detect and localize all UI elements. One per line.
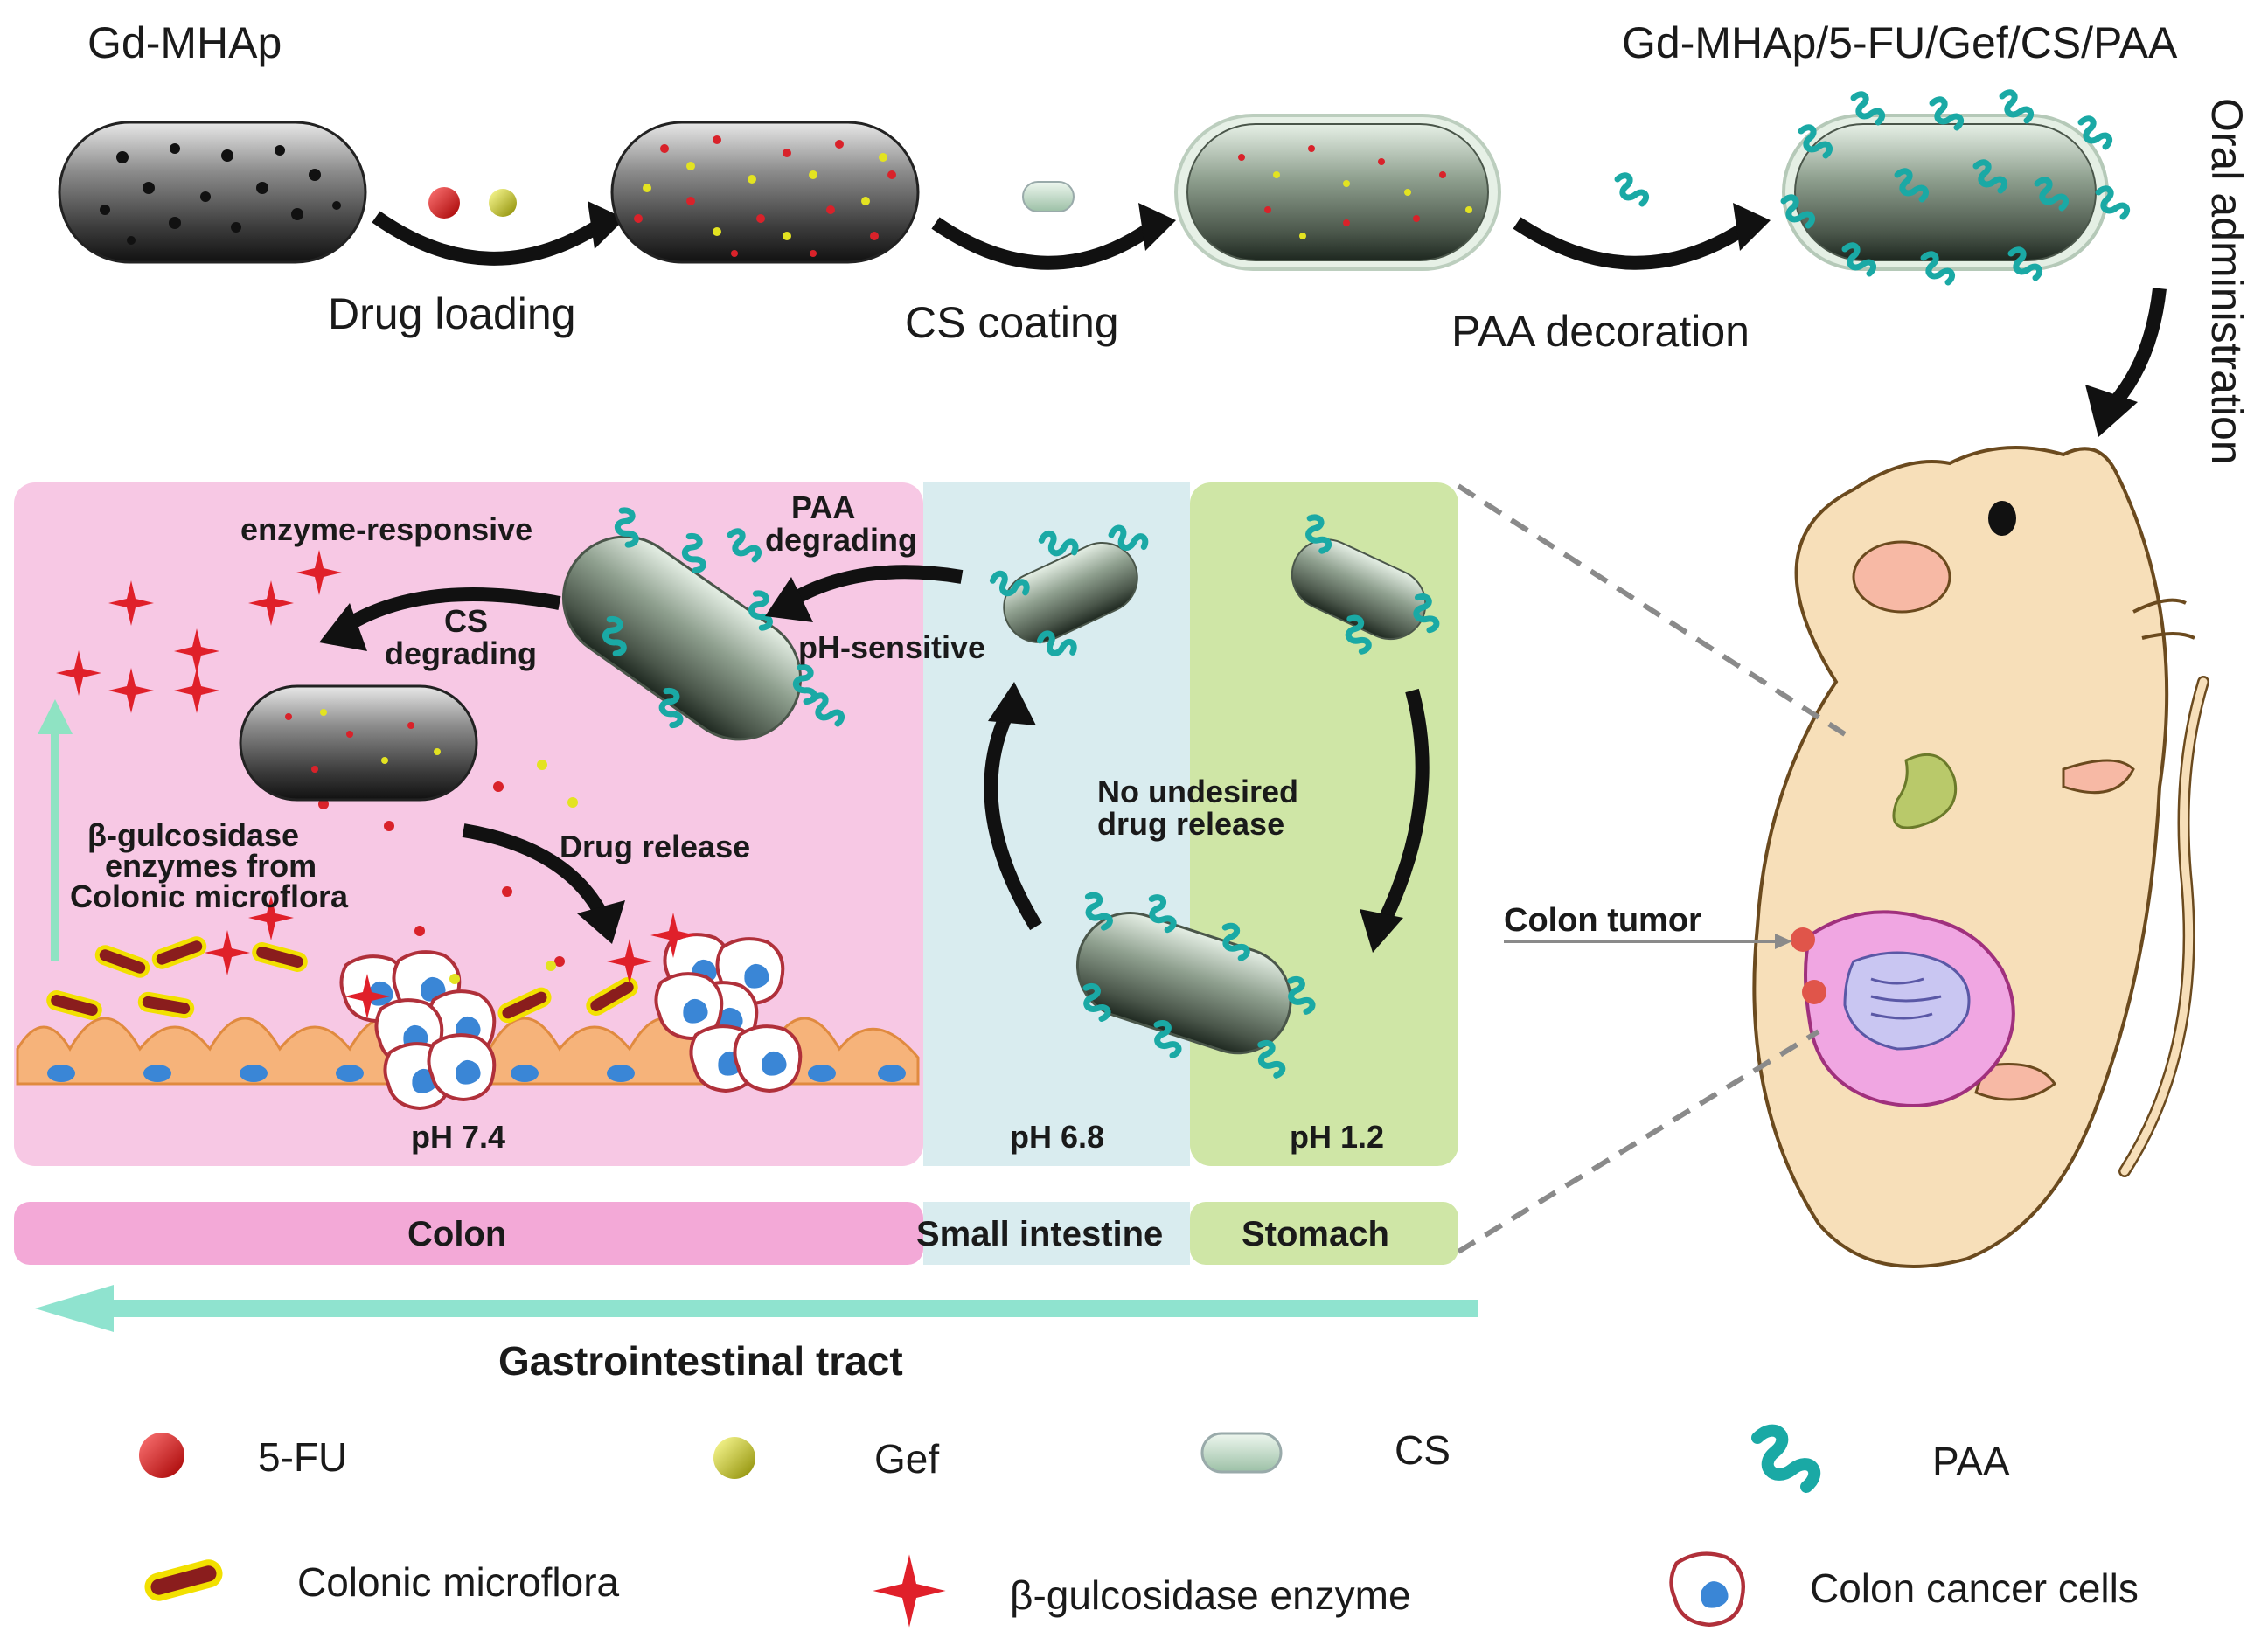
capsule-final (1784, 93, 2127, 282)
legend-gef: Gef (874, 1436, 940, 1482)
label-ph-1-2: pH 1.2 (1290, 1119, 1385, 1155)
label-enzyme-responsive: enzyme-responsive (240, 511, 533, 547)
legend-enzyme-icon (873, 1554, 946, 1628)
bar-stomach: Stomach (1242, 1215, 1389, 1253)
arrow-drug-loading (372, 211, 608, 266)
label-cs-degrading-1: CS (444, 603, 489, 639)
title-final-composite: Gd-MHAp/5-FU/Gef/CS/PAA (1622, 18, 2178, 67)
label-drug-release: Drug release (560, 829, 751, 864)
capsule-transit (1049, 877, 1329, 1092)
cs-small (1022, 181, 1075, 212)
label-enzymes-3: Colonic microflora (70, 878, 349, 914)
label-drug-loading: Drug loading (328, 289, 576, 338)
arrow-cs-coating (931, 217, 1158, 270)
legend-microflora-icon (145, 1560, 222, 1600)
label-paa-degrading-2: degrading (765, 522, 918, 558)
legend-cs-icon (1200, 1432, 1283, 1474)
label-oral-administration: Oral administration (2202, 98, 2251, 465)
label-ph-6-8: pH 6.8 (1010, 1119, 1105, 1155)
arrow-paa-decoration (1513, 217, 1753, 270)
capsule-colon-coated (561, 489, 851, 741)
label-cs-coating: CS coating (905, 298, 1119, 347)
legend-microflora: Colonic microflora (297, 1559, 620, 1605)
capsule-loaded (610, 121, 920, 264)
label-ph-sensitive: pH-sensitive (798, 629, 986, 665)
legend-5fu-icon (139, 1433, 184, 1478)
capsule-small-intestine (981, 497, 1176, 672)
capsule-cs-coated (1174, 114, 1501, 271)
legend-cs: CS (1395, 1427, 1451, 1473)
drug-red-ball (428, 187, 460, 219)
label-no-release-1: No undesired (1097, 774, 1299, 809)
bar-colon: Colon (407, 1215, 507, 1253)
label-enzymes-2: enzymes from (105, 848, 317, 884)
drug-yellow-ball (489, 189, 517, 217)
label-gastrointestinal-tract: Gastrointestinal tract (498, 1338, 903, 1384)
label-no-release-2: drug release (1097, 806, 1285, 842)
legend-5fu: 5-FU (258, 1434, 348, 1480)
legend-gef-icon (713, 1437, 755, 1479)
legend-enzyme: β-gulcosidase enzyme (1010, 1572, 1411, 1618)
legend-cancer-cells: Colon cancer cells (1810, 1565, 2139, 1611)
mouse-illustration (1752, 446, 2209, 1268)
legend-cancer-icon (1671, 1554, 1743, 1625)
legend-paa-icon (1757, 1431, 1814, 1487)
label-paa-degrading-1: PAA (791, 489, 856, 525)
label-colon-tumor: Colon tumor (1504, 902, 1701, 939)
capsule-degraded (239, 684, 478, 802)
capsule-stomach (1291, 515, 1456, 675)
capsule-gd-mhap (58, 121, 367, 264)
label-paa-decoration: PAA decoration (1451, 307, 1750, 356)
label-ph-7-4: pH 7.4 (411, 1119, 506, 1155)
label-cs-degrading-2: degrading (385, 635, 538, 671)
legend-paa: PAA (1932, 1439, 2010, 1484)
label-enzymes-1: β-gulcosidase (87, 817, 300, 853)
bar-small-intestine: Small intestine (916, 1215, 1164, 1253)
title-gd-mhap: Gd-MHAp (87, 18, 282, 67)
